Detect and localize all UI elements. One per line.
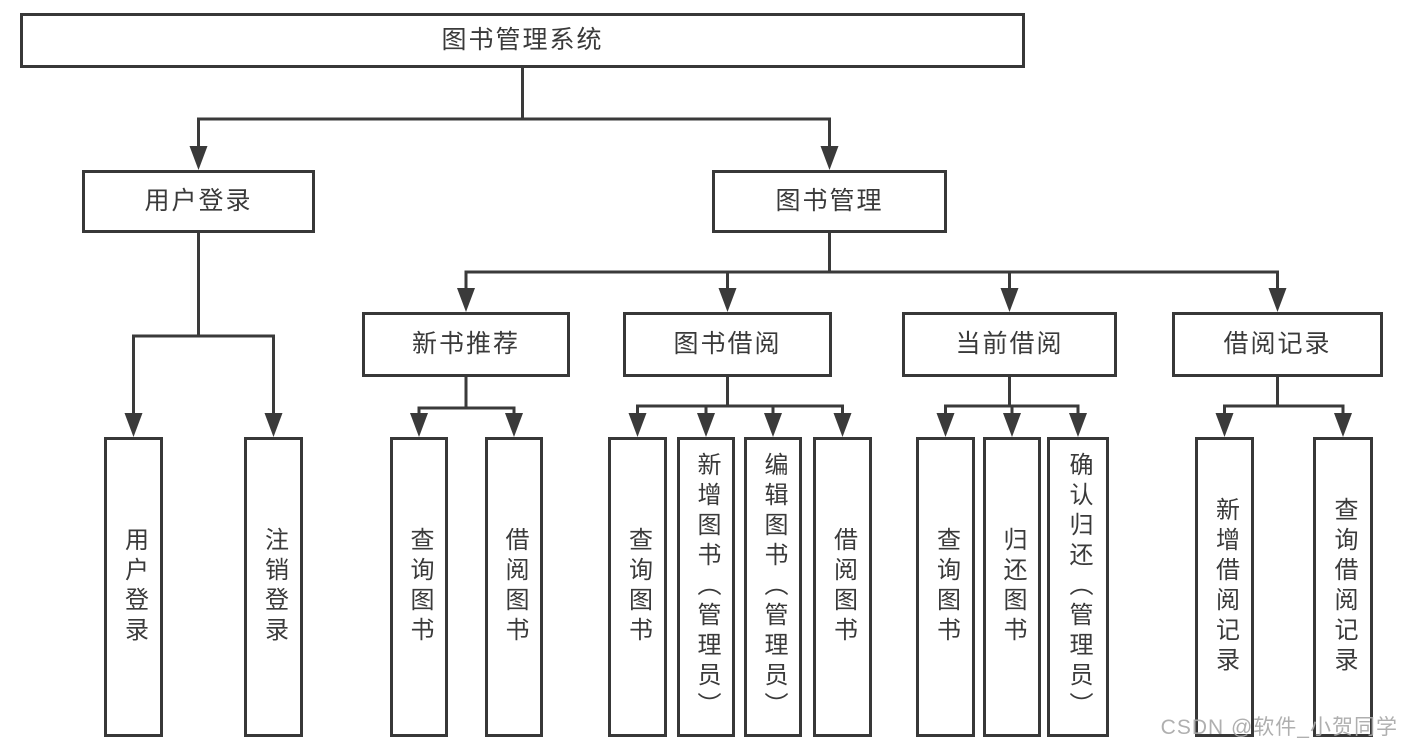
node-leaf-nr-borrow: 借阅图书 [485, 437, 543, 737]
node-leaf-cb-query: 查询图书 [916, 437, 975, 737]
arrowhead-icon [697, 413, 715, 437]
node-root: 图书管理系统 [20, 13, 1025, 68]
arrowhead-icon [820, 146, 839, 170]
arrowhead-icon [628, 413, 647, 437]
node-leaf-bb-borrow: 借阅图书 [813, 437, 872, 737]
arrowhead-icon [1000, 288, 1019, 312]
node-user-login: 用户登录 [82, 170, 315, 233]
node-leaf-cb-confirm: 确认归还（管理员） [1047, 437, 1109, 737]
arrowhead-icon [1215, 413, 1234, 437]
node-leaf-cb-return: 归还图书 [983, 437, 1041, 737]
arrowhead-icon [1003, 413, 1021, 437]
watermark: CSDN @软件_小贺同学 [1160, 716, 1398, 739]
node-leaf-br-query: 查询借阅记录 [1313, 437, 1373, 737]
arrowhead-icon [1069, 413, 1087, 437]
node-book-mgmt: 图书管理 [712, 170, 947, 233]
arrowhead-icon [1334, 413, 1352, 437]
arrowhead-icon [264, 413, 283, 437]
arrowhead-icon [718, 288, 737, 312]
node-book-borrow: 图书借阅 [623, 312, 832, 377]
node-leaf-nr-query: 查询图书 [390, 437, 448, 737]
arrowhead-icon [124, 413, 143, 437]
arrowhead-icon [833, 413, 852, 437]
node-new-book-rec: 新书推荐 [362, 312, 570, 377]
node-current-borrow: 当前借阅 [902, 312, 1117, 377]
node-leaf-user-login: 用户登录 [104, 437, 163, 737]
node-borrow-record: 借阅记录 [1172, 312, 1383, 377]
arrowhead-icon [1268, 288, 1287, 312]
arrowhead-icon [505, 413, 523, 437]
arrowhead-icon [764, 413, 782, 437]
node-leaf-bb-add: 新增图书（管理员） [677, 437, 735, 737]
arrowhead-icon [189, 146, 208, 170]
arrowhead-icon [457, 288, 475, 312]
arrowhead-icon [936, 413, 955, 437]
node-leaf-bb-query: 查询图书 [608, 437, 667, 737]
node-leaf-bb-edit: 编辑图书（管理员） [744, 437, 802, 737]
node-leaf-logout: 注销登录 [244, 437, 303, 737]
node-leaf-br-add: 新增借阅记录 [1195, 437, 1254, 737]
arrowhead-icon [410, 413, 428, 437]
